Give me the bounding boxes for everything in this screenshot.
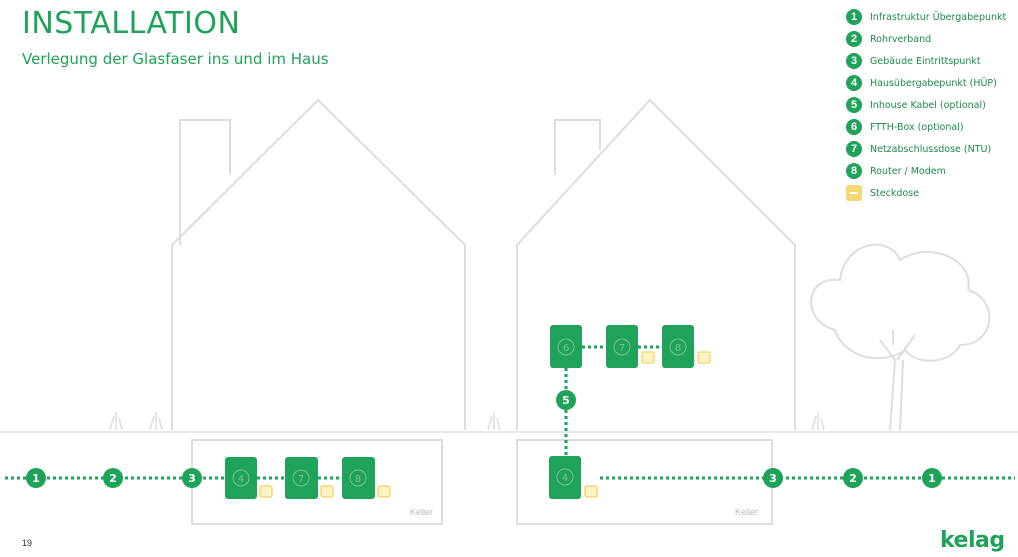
legend-item: 6 FTTH-Box (optional) [846,116,1016,138]
legend-label: Steckdose [870,187,919,199]
socket-icon [846,185,862,201]
node-number: 2 [849,472,857,485]
left-house-outline [171,98,466,430]
box-number: 7 [298,474,304,485]
socket-icon [320,485,334,498]
right-box-8: 8 [662,325,711,368]
grass-decoration [109,412,825,431]
legend-item: 8 Router / Modem [846,160,1016,182]
right-box-6: 6 [550,325,582,368]
legend-item-socket: Steckdose [846,182,1016,204]
right-basement-box-4: 4 [549,456,598,499]
left-node-3: 3 [182,468,202,488]
node-number: 3 [188,472,196,485]
page-subtitle: Verlegung der Glasfaser ins und im Haus [22,50,329,68]
box-number: 4 [562,473,568,484]
legend-number-badge: 5 [846,97,862,113]
legend-number-badge: 1 [846,9,862,25]
left-box-4: 4 [225,457,273,499]
node-number: 1 [928,472,936,485]
node-number: 1 [32,472,40,485]
legend-item: 1 Infrastruktur Übergabepunkt [846,6,1016,28]
right-node-1: 1 [922,468,942,488]
legend-item: 5 Inhouse Kabel (optional) [846,94,1016,116]
basement-label-left: Keller [410,507,433,517]
legend-label: Router / Modem [870,165,946,177]
left-node-2: 2 [103,468,123,488]
right-node-3: 3 [763,468,783,488]
legend-number-badge: 8 [846,163,862,179]
left-box-8: 8 [342,457,391,499]
left-box-7: 7 [285,457,334,499]
socket-icon [697,351,711,364]
socket-icon [377,485,391,498]
box-number: 8 [355,474,361,485]
node-number: 5 [562,394,570,407]
socket-icon [584,485,598,498]
kelag-logo: kelag [940,528,1005,553]
legend-label: Rohrverband [870,33,932,45]
basement-label-right: Keller [735,507,758,517]
legend-label: Gebäude Eintrittspunkt [870,55,981,67]
box-number: 6 [563,343,569,354]
legend: 1 Infrastruktur Übergabepunkt 2 Rohrverb… [846,6,1016,204]
legend-item: 7 Netzabschlussdose (NTU) [846,138,1016,160]
legend-item: 3 Gebäude Eintrittspunkt [846,50,1016,72]
node-number: 2 [109,472,117,485]
legend-item: 2 Rohrverband [846,28,1016,50]
legend-label: Inhouse Kabel (optional) [870,99,986,111]
box-number: 4 [238,474,244,485]
right-node-2: 2 [843,468,863,488]
box-number: 7 [619,343,625,354]
legend-label: FTTH-Box (optional) [870,121,964,133]
left-node-1: 1 [26,468,46,488]
legend-number-badge: 3 [846,53,862,69]
page-number: 19 [22,538,33,548]
legend-number-badge: 4 [846,75,862,91]
legend-number-badge: 2 [846,31,862,47]
legend-label: Infrastruktur Übergabepunkt [870,11,1007,23]
box-number: 8 [675,343,681,354]
legend-number-badge: 6 [846,119,862,135]
legend-label: Hausübergabepunkt (HÜP) [870,77,997,89]
node-number: 3 [769,472,777,485]
page-title: INSTALLATION [22,6,241,41]
right-box-7: 7 [606,325,655,368]
right-house-outline [516,98,796,430]
socket-icon [259,485,273,498]
socket-icon [641,351,655,364]
legend-number-badge: 7 [846,141,862,157]
legend-label: Netzabschlussdose (NTU) [870,143,992,155]
tree-icon [810,243,991,431]
legend-item: 4 Hausübergabepunkt (HÜP) [846,72,1016,94]
riser-node-5: 5 [556,390,576,410]
